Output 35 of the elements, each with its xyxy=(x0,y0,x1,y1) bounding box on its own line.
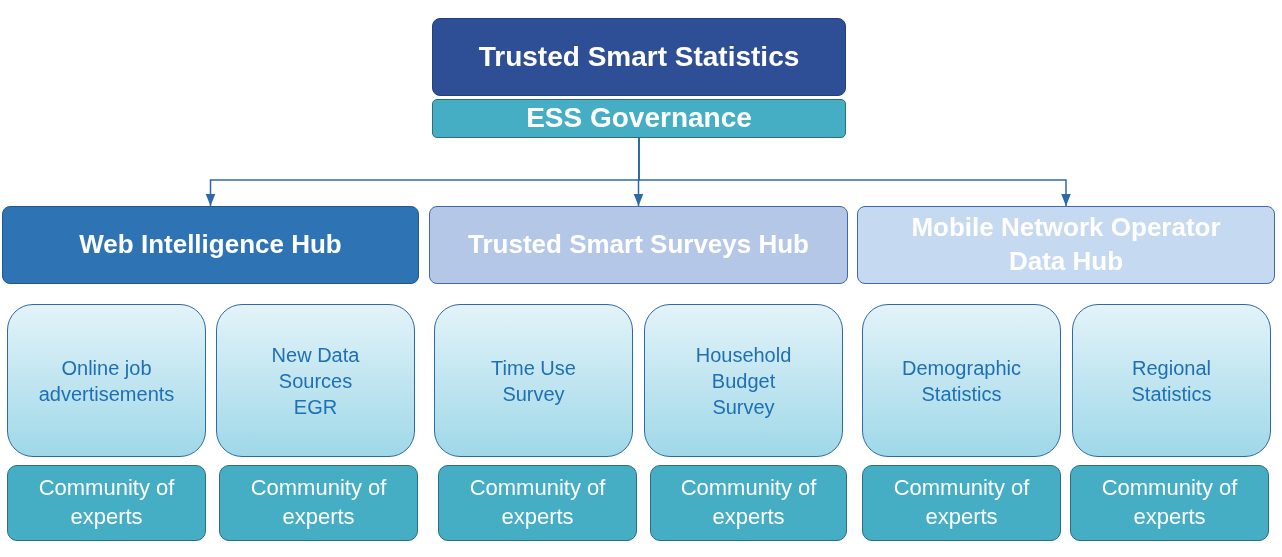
topic-box xyxy=(644,304,843,457)
community-box xyxy=(650,465,847,541)
label: Community of experts xyxy=(249,474,388,531)
label: Community of experts xyxy=(892,474,1031,531)
label: Community of experts xyxy=(679,474,818,531)
community-box xyxy=(219,465,418,541)
label: Community of experts xyxy=(37,474,176,531)
label: Regional Statistics xyxy=(1130,355,1213,407)
community-box xyxy=(7,465,206,541)
label: Time Use Survey xyxy=(490,355,577,407)
label: Web Intelligence Hub xyxy=(79,228,342,262)
title-box xyxy=(432,18,846,96)
label: Community of experts xyxy=(1100,474,1239,531)
hub-box xyxy=(429,206,848,284)
community-box xyxy=(862,465,1061,541)
topic-box xyxy=(862,304,1061,457)
community-box xyxy=(438,465,637,541)
label: Household Budget Survey xyxy=(694,342,793,420)
topic-box xyxy=(216,304,415,457)
label: Community of experts xyxy=(468,474,607,531)
hub-box xyxy=(857,206,1275,284)
label: Online job advertisements xyxy=(38,355,175,407)
label: Trusted Smart Statistics xyxy=(478,39,800,74)
label: New Data Sources EGR xyxy=(270,342,361,420)
label: Trusted Smart Surveys Hub xyxy=(468,228,809,262)
label: ESS Governance xyxy=(526,101,752,136)
hub-box xyxy=(2,206,419,284)
label: Demographic Statistics xyxy=(901,355,1022,407)
community-box xyxy=(1070,465,1269,541)
topic-box xyxy=(7,304,206,457)
label: Mobile Network Operator Data Hub xyxy=(910,211,1222,278)
arrow xyxy=(638,137,1071,207)
governance-box xyxy=(432,99,846,138)
topic-box xyxy=(434,304,633,457)
topic-box xyxy=(1072,304,1271,457)
